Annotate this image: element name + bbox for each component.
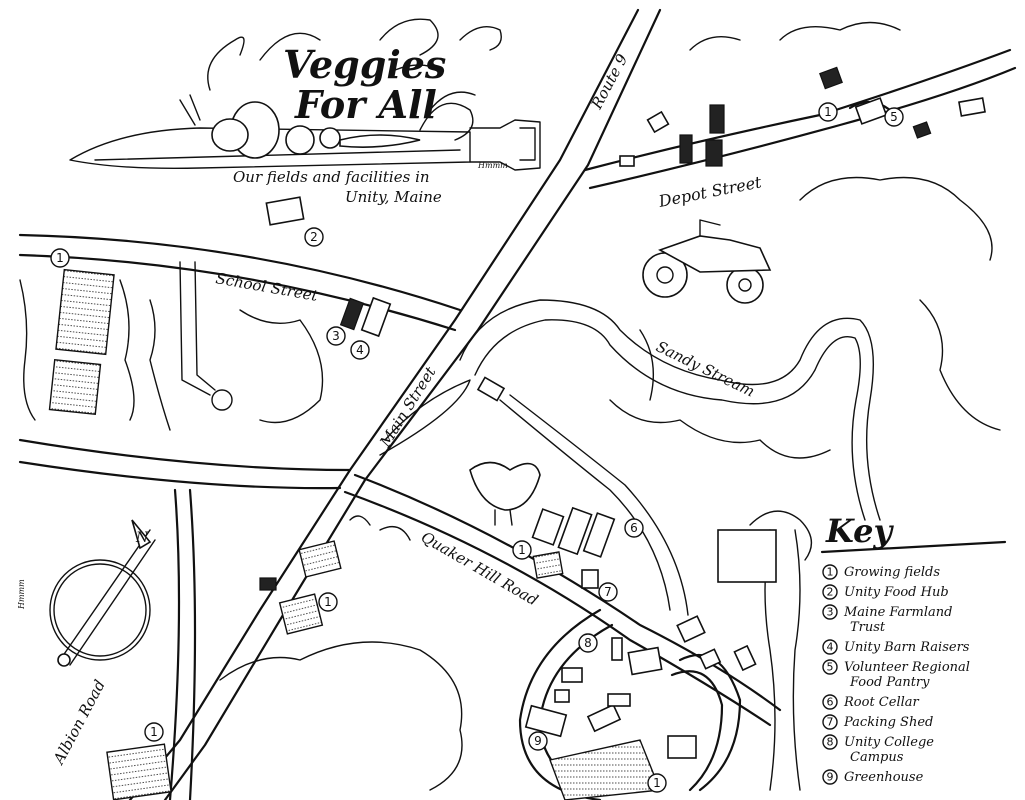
key-label: Unity Barn Raisers xyxy=(844,640,970,655)
key-label: Root Cellar xyxy=(843,695,920,710)
key-label: Maine Farmland xyxy=(843,605,952,620)
map-marker-4-barn-raisers[interactable]: 4 xyxy=(350,340,370,360)
key-item-4: 4 Unity Barn Raisers xyxy=(822,639,970,655)
svg-text:2: 2 xyxy=(310,230,318,244)
buildings-layer xyxy=(259,66,986,759)
map-marker-1-campus[interactable]: 1 xyxy=(647,773,667,793)
key-label-continued: Trust xyxy=(850,620,886,635)
map-marker-1-center[interactable]: 1 xyxy=(318,592,338,612)
map-marker-7-packing-shed[interactable]: 7 xyxy=(598,582,618,602)
map-marker-1-farm[interactable]: 1 xyxy=(512,540,532,560)
title-shovel-illustration xyxy=(69,18,541,171)
school-street-label: School Street xyxy=(214,269,320,305)
key-number: 8 xyxy=(827,736,834,749)
svg-text:6: 6 xyxy=(630,521,638,535)
depot-street-label: Depot Street xyxy=(656,172,763,211)
key-title: Key xyxy=(825,512,894,550)
key-number-badge xyxy=(822,604,838,620)
field-nw xyxy=(48,268,115,416)
map-marker-9-greenhouse[interactable]: 9 xyxy=(528,731,548,751)
subtitle-line-2: Unity, Maine xyxy=(345,188,442,206)
key-number-badge xyxy=(822,564,838,580)
key-label: Volunteer Regional xyxy=(844,660,970,675)
key-number-badge xyxy=(822,769,838,785)
key-number: 4 xyxy=(827,641,834,654)
albion-road-label: Albion Road xyxy=(49,677,109,769)
route-9-label: Route 9 xyxy=(587,51,631,113)
svg-text:1: 1 xyxy=(150,725,158,739)
map-marker-1-sw[interactable]: 1 xyxy=(144,722,164,742)
field-sw xyxy=(106,743,172,800)
key-label: Growing fields xyxy=(844,565,940,580)
field-center xyxy=(278,540,342,635)
key-item-1: 1 Growing fields xyxy=(822,564,940,580)
key-label-continued: Campus xyxy=(850,750,904,765)
svg-text:4: 4 xyxy=(356,343,364,357)
compass-north-label: N xyxy=(135,530,149,546)
svg-text:1: 1 xyxy=(518,543,526,557)
svg-text:9: 9 xyxy=(534,734,542,748)
subtitle-line-1: Our fields and facilities in xyxy=(233,168,430,186)
tractor-illustration xyxy=(642,219,772,304)
key-number-badge xyxy=(822,714,838,730)
title-line-1: Veggies xyxy=(283,42,446,87)
svg-text:7: 7 xyxy=(604,585,612,599)
title-line-2: For All xyxy=(294,82,437,127)
key-label: Unity Food Hub xyxy=(844,585,949,600)
field-campus xyxy=(549,739,661,800)
key-item-6: 6 Root Cellar xyxy=(822,694,920,710)
map-marker-8-campus[interactable]: 8 xyxy=(578,633,598,653)
field-farm xyxy=(532,551,564,579)
compass-artist-signature: Hmmm xyxy=(17,579,26,610)
key-label-continued: Food Pantry xyxy=(849,675,930,690)
svg-text:5: 5 xyxy=(890,110,898,124)
svg-text:1: 1 xyxy=(324,595,332,609)
key-number: 1 xyxy=(827,566,834,579)
vegetation-layer xyxy=(19,21,1001,791)
svg-text:3: 3 xyxy=(332,329,340,343)
sandy-stream-label: Sandy Stream xyxy=(653,337,757,400)
quaker-hill-road-label: Quaker Hill Road xyxy=(418,528,541,610)
key-number: 7 xyxy=(827,716,834,729)
key-number: 3 xyxy=(827,606,834,619)
map-marker-1-ne[interactable]: 1 xyxy=(818,102,838,122)
key-label: Packing Shed xyxy=(843,715,933,730)
svg-text:1: 1 xyxy=(824,105,832,119)
key-item-9: 9 Greenhouse xyxy=(822,769,924,785)
key-number-badge xyxy=(822,584,838,600)
map-key: Key 1 Growing fields 2 Unity Food Hub 3 Maine… xyxy=(820,512,1007,785)
svg-text:8: 8 xyxy=(584,636,592,650)
key-label: Greenhouse xyxy=(844,770,924,785)
svg-text:1: 1 xyxy=(653,776,661,790)
key-number-badge xyxy=(822,639,838,655)
key-item-2: 2 Unity Food Hub xyxy=(822,584,949,600)
key-number-badge xyxy=(822,659,838,675)
sandy-stream xyxy=(459,299,881,521)
compass-rose xyxy=(49,519,156,667)
map-marker-5-food-pantry[interactable]: 5 xyxy=(884,107,904,127)
map-marker-3-farmland-trust[interactable]: 3 xyxy=(326,326,346,346)
key-number: 2 xyxy=(827,586,834,599)
key-item-7: 7 Packing Shed xyxy=(822,714,933,730)
key-label: Unity College xyxy=(844,735,934,750)
key-number-badge xyxy=(822,694,838,710)
map-marker-6-root-cellar[interactable]: 6 xyxy=(624,518,644,538)
chicken-illustration xyxy=(469,461,541,526)
key-number: 9 xyxy=(827,771,834,784)
key-number: 5 xyxy=(827,661,834,674)
key-number: 6 xyxy=(827,696,834,709)
key-number-badge xyxy=(822,734,838,750)
map-marker-2-food-hub[interactable]: 2 xyxy=(304,227,324,247)
title-artist-signature: Hmmm xyxy=(477,161,508,170)
svg-text:1: 1 xyxy=(56,251,64,265)
map-marker-1-nw[interactable]: 1 xyxy=(50,248,70,268)
